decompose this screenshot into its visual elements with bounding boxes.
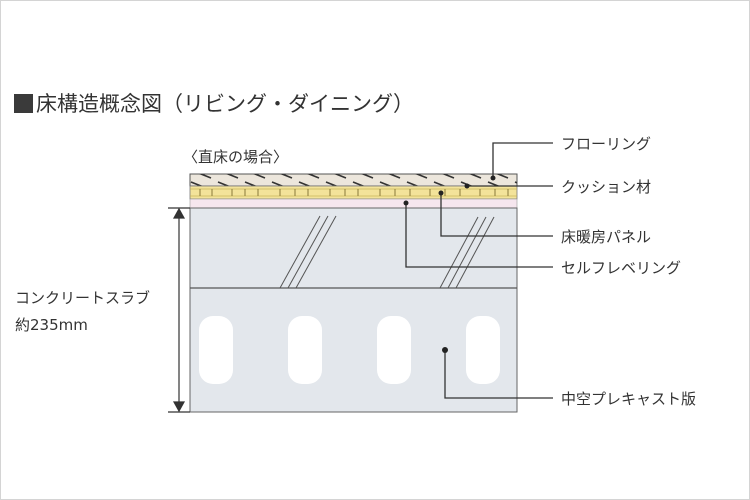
diagram-title: 床構造概念図（リビング・ダイニング）: [14, 88, 414, 118]
hollow-precast-slab: [189, 287, 518, 413]
diagram-subtitle: 〈直床の場合〉: [183, 148, 289, 166]
flooring-layer: [189, 173, 518, 187]
slab-upper: [189, 207, 518, 289]
slab-dimension-arrow: [168, 207, 190, 413]
cushion-layer: [189, 185, 518, 200]
square-bullet-icon: [14, 94, 33, 113]
self-leveling-layer: [189, 198, 518, 209]
label-self-leveling: セルフレベリング: [561, 259, 682, 277]
label-floor-heating-panel: 床暖房パネル: [561, 228, 652, 246]
hollow-voids: [199, 316, 500, 384]
label-cushion: クッション材: [561, 178, 652, 196]
dimension-value: 約235mm: [15, 316, 88, 334]
leader-dots: [403, 175, 496, 353]
label-hollow-precast-slab: 中空プレキャスト版: [561, 390, 697, 408]
dimension-name: コンクリートスラブ: [15, 289, 151, 307]
leader-lines: [405, 142, 553, 399]
diagram-title-text: 床構造概念図（リビング・ダイニング）: [36, 92, 414, 116]
break-lines: [279, 215, 495, 289]
label-flooring: フローリング: [561, 135, 652, 153]
